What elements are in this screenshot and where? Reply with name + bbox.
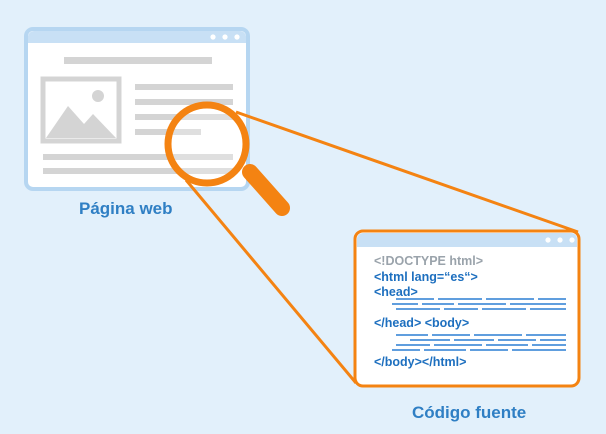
window-dot xyxy=(569,237,575,243)
window-dot xyxy=(545,237,551,243)
code-line-body-close-html-close: </body></html> xyxy=(374,355,467,369)
window-dot xyxy=(210,34,216,40)
source-code-caption: Código fuente xyxy=(412,403,527,422)
code-line-doctype: <!DOCTYPE html> xyxy=(374,254,484,268)
text-placeholder xyxy=(135,99,233,105)
code-line-head-close-body-open: </head> <body> xyxy=(374,316,470,330)
magnifying-glass-icon xyxy=(164,101,290,216)
text-placeholder xyxy=(135,84,233,90)
text-placeholder xyxy=(135,114,233,120)
zoom-connector-lines xyxy=(184,110,579,384)
text-placeholder xyxy=(43,154,233,160)
web-page-caption: Página web xyxy=(79,199,173,218)
magnifier-handle xyxy=(242,164,290,216)
text-placeholder xyxy=(43,168,233,174)
code-line-head-open: <head> xyxy=(374,285,418,299)
web-page-titlebar xyxy=(28,30,246,43)
source-code-window xyxy=(353,229,581,388)
web-page-window xyxy=(24,27,250,191)
magnifier-lens xyxy=(164,101,250,187)
source-code-titlebar xyxy=(357,232,577,247)
window-dot xyxy=(234,34,240,40)
image-placeholder-icon xyxy=(40,76,122,144)
code-placeholder-lines-head xyxy=(392,298,566,310)
window-dot xyxy=(222,34,228,40)
code-line-html-open: <html lang=“es“> xyxy=(374,270,478,284)
window-dot xyxy=(557,237,563,243)
code-placeholder-lines-body xyxy=(392,334,566,351)
text-placeholder xyxy=(64,57,212,64)
